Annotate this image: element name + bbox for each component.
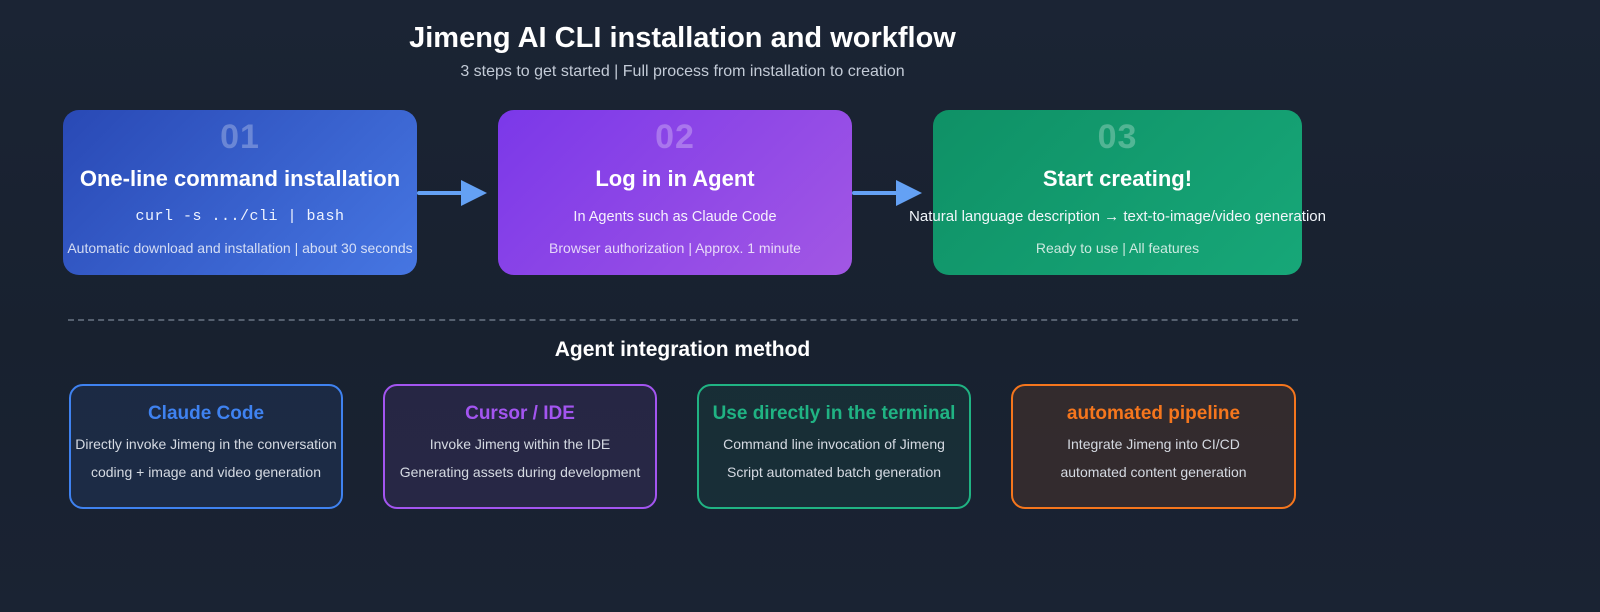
dashed-divider xyxy=(67,319,1298,321)
integration-cards-row: Claude Code Directly invoke Jimeng in th… xyxy=(0,384,1365,509)
integration-card-line-text: Command line invocation of Jimeng xyxy=(723,436,945,452)
step-number: 02 xyxy=(655,118,695,156)
step-detail-text: Natural language description → text-to-i… xyxy=(909,208,1326,225)
step-command: curl -s .../cli | bash xyxy=(63,207,417,227)
step-card-create: 03 Start creating! Natural language desc… xyxy=(909,110,1326,275)
step-title: One-line command installation xyxy=(79,166,401,191)
arrow-head xyxy=(461,179,487,206)
integration-card-line: Invoke Jimeng within the IDE xyxy=(385,435,655,454)
workflow-steps-row: 01 One-line command installation curl -s… xyxy=(0,110,1365,275)
arrow-line xyxy=(417,190,463,195)
integration-card-line: Generating assets during development xyxy=(385,463,655,482)
step-footer: Browser authorization | Approx. 1 minute xyxy=(498,239,852,258)
integration-card-pipeline: automated pipeline Integrate Jimeng into… xyxy=(1011,384,1296,509)
integration-card-title: Cursor / IDE xyxy=(465,403,575,424)
step-number: 01 xyxy=(220,118,260,156)
content-column: Jimeng AI CLI installation and workflow … xyxy=(0,22,1365,509)
page-title: Jimeng AI CLI installation and workflow xyxy=(409,22,956,54)
integration-card-line: Directly invoke Jimeng in the conversati… xyxy=(71,435,341,454)
step-footer-text: Automatic download and installation | ab… xyxy=(67,240,413,256)
integration-card-line-text: Integrate Jimeng into CI/CD xyxy=(1067,436,1240,452)
integration-card-line: Integrate Jimeng into CI/CD xyxy=(1013,435,1294,454)
integration-card-line: coding + image and video generation xyxy=(71,463,341,482)
integration-card-line-text: coding + image and video generation xyxy=(90,464,321,480)
integration-card-line-text: Invoke Jimeng within the IDE xyxy=(429,436,611,452)
integration-card-title: Use directly in the terminal xyxy=(712,403,956,424)
step-number: 03 xyxy=(1097,118,1138,156)
integration-heading: Agent integration method xyxy=(554,338,811,361)
arrow-line xyxy=(852,190,898,195)
integration-card-line: automated content generation xyxy=(1013,463,1294,482)
integration-card-line-text: Directly invoke Jimeng in the conversati… xyxy=(75,436,337,452)
step-detail-text: In Agents such as Claude Code xyxy=(573,209,777,225)
step-footer: Automatic download and installation | ab… xyxy=(63,239,417,258)
step-detail: Natural language description → text-to-i… xyxy=(909,207,1326,227)
step-card-login: 02 Log in in Agent In Agents such as Cla… xyxy=(498,110,852,275)
integration-card-line-text: automated content generation xyxy=(1060,464,1247,480)
integration-card-line: Command line invocation of Jimeng xyxy=(699,435,969,454)
step-card-install: 01 One-line command installation curl -s… xyxy=(63,110,417,275)
step-detail: In Agents such as Claude Code xyxy=(498,207,852,227)
integration-card-line: Script automated batch generation xyxy=(699,463,969,482)
arrow-head xyxy=(896,179,922,206)
step-footer-text: Ready to use | All features xyxy=(1035,240,1200,256)
integration-card-line-text: Script automated batch generation xyxy=(726,464,942,480)
page-subtitle: 3 steps to get started | Full process fr… xyxy=(460,63,905,80)
integration-card-claude-code: Claude Code Directly invoke Jimeng in th… xyxy=(69,384,343,509)
step-footer: Ready to use | All features xyxy=(933,239,1302,258)
integration-card-terminal: Use directly in the terminal Command lin… xyxy=(697,384,971,509)
integration-card-title: Claude Code xyxy=(147,403,265,424)
integration-card-title: automated pipeline xyxy=(1066,403,1241,424)
arrow-right-icon xyxy=(417,110,498,275)
integration-card-line-text: Generating assets during development xyxy=(399,464,641,480)
step-command-text: curl -s .../cli | bash xyxy=(135,208,345,225)
step-footer-text: Browser authorization | Approx. 1 minute xyxy=(549,240,801,256)
integration-card-cursor-ide: Cursor / IDE Invoke Jimeng within the ID… xyxy=(383,384,657,509)
arrow-right-icon xyxy=(852,110,933,275)
step-title: Log in in Agent xyxy=(595,166,755,191)
step-title: Start creating! xyxy=(1042,166,1193,191)
